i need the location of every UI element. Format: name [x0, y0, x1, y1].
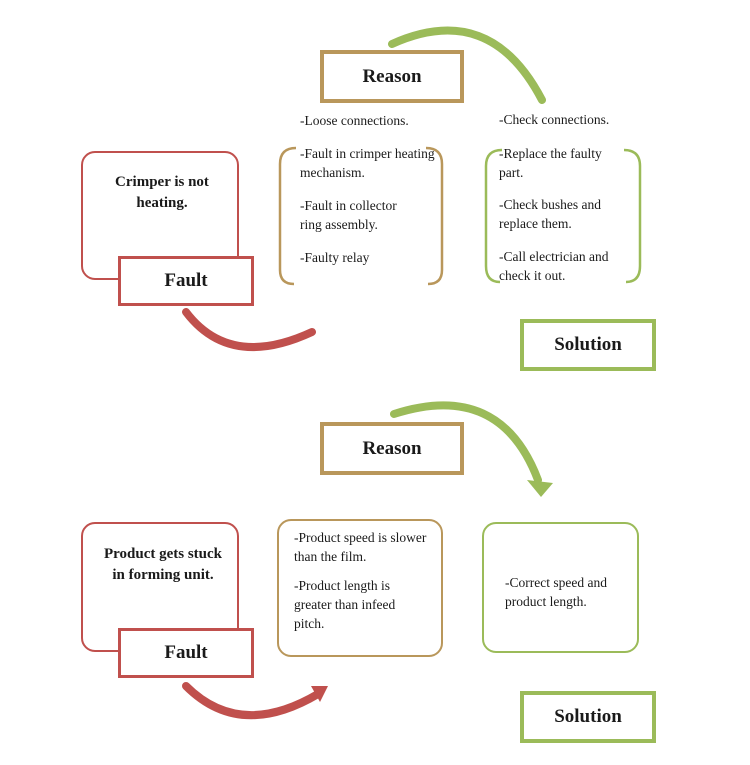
- solution-bracket-left: [484, 148, 503, 284]
- reason-bracket-left: [278, 146, 297, 286]
- fault-description: Crimper is not heating.: [115, 174, 209, 211]
- fault-label-text: Fault: [164, 642, 208, 663]
- solution-label: Solution: [520, 319, 656, 371]
- fault-label-text: Fault: [164, 270, 208, 291]
- fault-to-reason-arrowhead: [311, 686, 328, 702]
- solution-bracket-right: [623, 148, 642, 284]
- solution-label-text: Solution: [554, 334, 622, 355]
- fault-description: Product gets stuck in forming unit.: [103, 546, 223, 583]
- reason-to-solution-arrow-2: [390, 401, 542, 484]
- fault-label: Fault: [118, 628, 254, 678]
- solution-box: [482, 522, 639, 653]
- reason-item: -Loose connections.: [300, 113, 409, 128]
- reason-item: -Product speed is slower than the film.: [294, 530, 427, 564]
- solution-item: -Replace the faulty part.: [499, 146, 602, 180]
- solution-item: -Call electrician and check it out.: [499, 249, 609, 283]
- reason-label-text: Reason: [362, 65, 422, 87]
- solution-label: Solution: [520, 691, 656, 743]
- reason-item: -Product length is greater than infeed p…: [294, 578, 396, 631]
- reason-label: Reason: [320, 50, 464, 103]
- fault-to-reason-arrow-2: [182, 682, 322, 720]
- reason-item: -Faulty relay: [300, 250, 370, 265]
- reason-to-solution-arrowhead: [527, 480, 553, 497]
- reason-label-text: Reason: [362, 437, 422, 459]
- reason-item: -Fault in crimper heating mechanism.: [300, 146, 435, 180]
- fault-to-reason-arrow: [182, 308, 316, 352]
- solution-label-text: Solution: [554, 706, 622, 727]
- fault-label: Fault: [118, 256, 254, 306]
- reason-item: -Fault in collector ring assembly.: [300, 198, 397, 232]
- solution-item: -Check bushes and replace them.: [499, 197, 601, 231]
- reason-box: [277, 519, 443, 657]
- reason-label: Reason: [320, 422, 464, 475]
- reason-bracket-right: [425, 146, 444, 286]
- solution-item: -Correct speed and product length.: [505, 575, 607, 609]
- solution-item: -Check connections.: [499, 112, 610, 127]
- reason-to-solution-arrow: [388, 26, 546, 104]
